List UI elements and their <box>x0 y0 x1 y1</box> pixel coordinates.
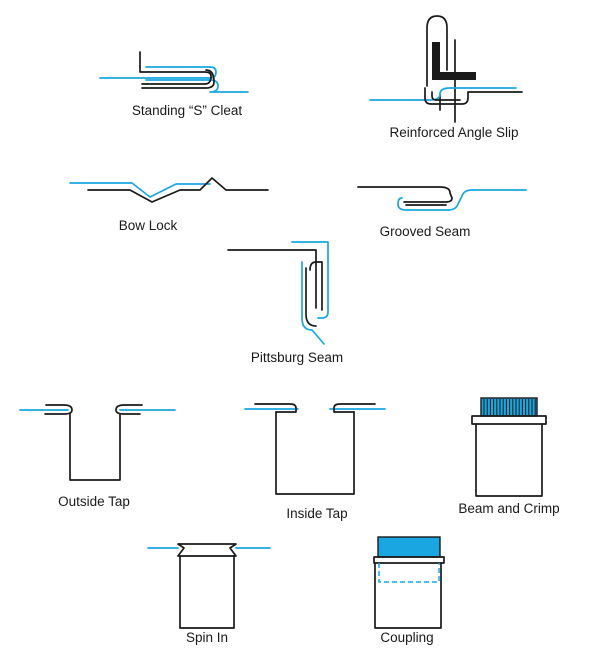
reinforced-angle-slip-figure <box>369 15 523 123</box>
grooved-seam-label: Grooved Seam <box>380 224 471 239</box>
outside-tap-label: Outside Tap <box>58 494 130 509</box>
beam-and-crimp-label: Beam and Crimp <box>458 501 559 516</box>
standing-s-cleat-label: Standing “S” Cleat <box>132 103 243 118</box>
coupling-figure <box>373 536 445 629</box>
angle-reinforcement <box>432 42 476 80</box>
standing-s-cleat-figure <box>99 51 249 93</box>
spin-in-label: Spin In <box>186 630 228 645</box>
pittsburg-seam-label: Pittsburg Seam <box>251 350 343 365</box>
inside-tap-label: Inside Tap <box>286 506 347 521</box>
inside-tap-figure <box>244 403 386 495</box>
pittsburg-seam-figure <box>227 241 329 345</box>
spin-in-figure <box>147 543 271 629</box>
reinforced-angle-slip-label: Reinforced Angle Slip <box>389 125 518 140</box>
outside-tap-figure <box>19 404 176 481</box>
bow-lock-figure <box>69 177 269 203</box>
grooved-seam-figure <box>357 186 527 211</box>
beam-and-crimp-figure <box>471 397 547 497</box>
bow-lock-label: Bow Lock <box>119 218 178 233</box>
coupling-label: Coupling <box>380 630 433 645</box>
coupling-band <box>377 536 441 558</box>
